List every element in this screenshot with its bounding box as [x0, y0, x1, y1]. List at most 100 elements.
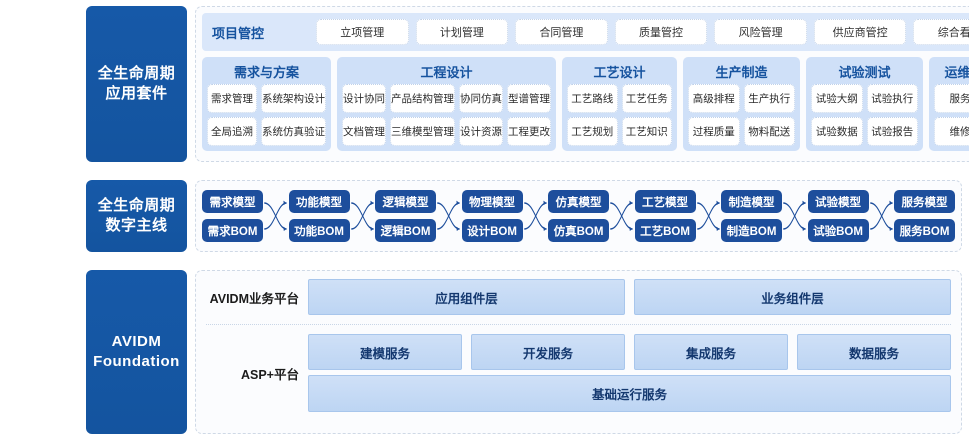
thread-model-4[interactable]: 仿真模型 — [548, 190, 609, 213]
thread-connector-7 — [869, 190, 895, 242]
thread-model-0[interactable]: 需求模型 — [202, 190, 263, 213]
digital-thread-band: 全生命周期 数字主线 需求模型 需求BOM 功能模型 功能BOM — [86, 180, 962, 252]
thread-stage-test: 试验模型 试验BOM — [807, 190, 869, 242]
group-engineering-design-title: 工程设计 — [420, 65, 473, 80]
group-testing-cell-2[interactable]: 试验数据 — [811, 117, 863, 146]
group-operations-support-cell-0[interactable]: 服务计划 — [934, 84, 969, 113]
group-process-design-cell-1[interactable]: 工艺任务 — [621, 84, 672, 113]
asp-service-boxes: 建模服务 开发服务 集成服务 数据服务 — [308, 334, 951, 370]
group-requirements-cell-0[interactable]: 需求管理 — [207, 84, 257, 113]
thread-connector-3 — [523, 190, 549, 242]
thread-bom-2[interactable]: 逻辑BOM — [375, 219, 436, 242]
application-suite-panel: 项目管控 立项管理 计划管理 合同管理 质量管控 风险管理 供应商管控 综合看板… — [195, 6, 969, 162]
group-engineering-design-cell-2[interactable]: 协同仿真 — [459, 84, 503, 113]
thread-bom-1[interactable]: 功能BOM — [288, 219, 350, 242]
thread-stage-requirement: 需求模型 需求BOM — [202, 190, 263, 242]
avidm-foundation-side-label: AVIDM Foundation — [86, 270, 187, 434]
thread-stage-simulation: 仿真模型 仿真BOM — [548, 190, 609, 242]
group-process-design-grid: 工艺路线 工艺任务 工艺规划 工艺知识 — [567, 84, 672, 146]
thread-model-3[interactable]: 物理模型 — [461, 190, 523, 213]
group-manufacturing-cell-2[interactable]: 过程质量 — [688, 117, 740, 146]
thread-bom-4[interactable]: 仿真BOM — [548, 219, 609, 242]
group-manufacturing-cell-3[interactable]: 物料配送 — [743, 117, 795, 146]
group-engineering-design-cell-1[interactable]: 产品结构管理 — [390, 84, 455, 113]
project-management-items: 立项管理 计划管理 合同管理 质量管控 风险管理 供应商管控 综合看板 — [316, 19, 969, 45]
group-operations-support-grid: 服务计划 维修维护 — [934, 84, 969, 146]
pm-chip-5[interactable]: 供应商管控 — [813, 19, 907, 45]
digital-thread-panel: 需求模型 需求BOM 功能模型 功能BOM — [195, 180, 962, 252]
digital-thread-stages: 需求模型 需求BOM 功能模型 功能BOM — [202, 186, 955, 246]
group-engineering-design-cell-4[interactable]: 文档管理 — [342, 117, 386, 146]
group-operations-support-cell-1[interactable]: 维修维护 — [934, 117, 969, 146]
thread-connector-5 — [696, 190, 722, 242]
asp-runtime-box[interactable]: 基础运行服务 — [308, 375, 951, 412]
group-engineering-design-cell-0[interactable]: 设计协同 — [342, 84, 386, 113]
pm-chip-1[interactable]: 计划管理 — [415, 19, 509, 45]
group-requirements-grid: 需求管理 系统架构设计 全局追溯 系统仿真验证 — [207, 84, 326, 146]
group-testing-title: 试验测试 — [838, 65, 891, 80]
pm-chip-0[interactable]: 立项管理 — [316, 19, 409, 45]
pm-chip-6[interactable]: 综合看板 — [913, 19, 969, 45]
application-suite-band: 全生命周期 应用套件 项目管控 立项管理 计划管理 合同管理 质量管控 风险管理… — [86, 6, 969, 162]
asp-service-box-3[interactable]: 数据服务 — [797, 334, 951, 370]
thread-bom-7[interactable]: 试验BOM — [807, 219, 869, 242]
thread-stage-function: 功能模型 功能BOM — [288, 190, 350, 242]
avidm-foundation-panel: AVIDM业务平台 应用组件层 业务组件层 ASP+平台 建模服务 开发服务 集… — [195, 270, 962, 434]
thread-connector-2 — [436, 190, 462, 242]
asp-service-box-1[interactable]: 开发服务 — [471, 334, 625, 370]
group-requirements-cell-1[interactable]: 系统架构设计 — [261, 84, 326, 113]
thread-bom-8[interactable]: 服务BOM — [894, 219, 955, 242]
group-testing-cell-3[interactable]: 试验报告 — [866, 117, 918, 146]
group-engineering-design-grid: 设计协同 产品结构管理 协同仿真 型谱管理 文档管理 三维模型管理 设计资源 工… — [342, 84, 551, 146]
business-platform-label: AVIDM业务平台 — [209, 291, 299, 306]
group-operations-support: 运维保障 服务计划 维修维护 — [929, 57, 969, 151]
pm-chip-2[interactable]: 合同管理 — [515, 19, 608, 45]
thread-bom-5[interactable]: 工艺BOM — [634, 219, 696, 242]
thread-model-7[interactable]: 试验模型 — [807, 190, 869, 213]
business-platform-box-0[interactable]: 应用组件层 — [308, 279, 625, 315]
thread-model-6[interactable]: 制造模型 — [721, 190, 782, 213]
pm-chip-3[interactable]: 质量管控 — [614, 19, 708, 45]
thread-bom-6[interactable]: 制造BOM — [721, 219, 782, 242]
group-manufacturing: 生产制造 高级排程 生产执行 过程质量 物料配送 — [683, 57, 800, 151]
group-engineering-design-cell-5[interactable]: 三维模型管理 — [390, 117, 455, 146]
thread-connector-1 — [350, 190, 376, 242]
avidm-foundation-band: AVIDM Foundation AVIDM业务平台 应用组件层 业务组件层 A… — [86, 270, 962, 434]
group-manufacturing-title: 生产制造 — [715, 65, 768, 80]
thread-stage-physical: 物理模型 设计BOM — [461, 190, 523, 242]
thread-connector-0 — [263, 190, 289, 242]
thread-model-8[interactable]: 服务模型 — [894, 190, 955, 213]
group-engineering-design-cell-6[interactable]: 设计资源 — [459, 117, 503, 146]
business-platform-box-1[interactable]: 业务组件层 — [634, 279, 951, 315]
group-testing-cell-1[interactable]: 试验执行 — [866, 84, 918, 113]
group-process-design-cell-0[interactable]: 工艺路线 — [567, 84, 618, 113]
thread-model-5[interactable]: 工艺模型 — [634, 190, 696, 213]
group-engineering-design-cell-7[interactable]: 工程更改 — [507, 117, 551, 146]
group-engineering-design-cell-3[interactable]: 型谱管理 — [507, 84, 551, 113]
thread-model-1[interactable]: 功能模型 — [288, 190, 350, 213]
thread-side-label-line-1: 全生命周期 — [97, 197, 176, 214]
group-process-design-cell-3[interactable]: 工艺知识 — [621, 117, 672, 146]
application-suite-side-label: 全生命周期 应用套件 — [86, 6, 187, 162]
group-requirements-cell-3[interactable]: 系统仿真验证 — [261, 117, 326, 146]
asp-service-box-0[interactable]: 建模服务 — [308, 334, 462, 370]
group-testing-cell-0[interactable]: 试验大纲 — [811, 84, 863, 113]
group-process-design-cell-2[interactable]: 工艺规划 — [567, 117, 618, 146]
foundation-side-label-line-1: AVIDM — [111, 333, 162, 350]
pm-chip-4[interactable]: 风险管理 — [714, 19, 807, 45]
group-manufacturing-cell-1[interactable]: 生产执行 — [743, 84, 795, 113]
thread-stage-manufacturing: 制造模型 制造BOM — [721, 190, 782, 242]
asp-service-box-2[interactable]: 集成服务 — [634, 334, 788, 370]
group-manufacturing-cell-0[interactable]: 高级排程 — [688, 84, 740, 113]
thread-model-2[interactable]: 逻辑模型 — [375, 190, 436, 213]
group-requirements-cell-2[interactable]: 全局追溯 — [207, 117, 257, 146]
thread-stage-process: 工艺模型 工艺BOM — [634, 190, 696, 242]
suite-groups: 需求与方案 需求管理 系统架构设计 全局追溯 系统仿真验证 工程设计 设计协同 … — [202, 57, 969, 151]
asp-platform-content: 建模服务 开发服务 集成服务 数据服务 基础运行服务 — [308, 334, 951, 412]
thread-side-label-line-2: 数字主线 — [105, 217, 168, 234]
side-label-line-2: 应用套件 — [105, 85, 168, 102]
thread-bom-3[interactable]: 设计BOM — [461, 219, 523, 242]
project-management-title: 项目管控 — [212, 25, 265, 41]
thread-bom-0[interactable]: 需求BOM — [202, 219, 263, 242]
asp-platform-label: ASP+平台 — [240, 367, 299, 382]
